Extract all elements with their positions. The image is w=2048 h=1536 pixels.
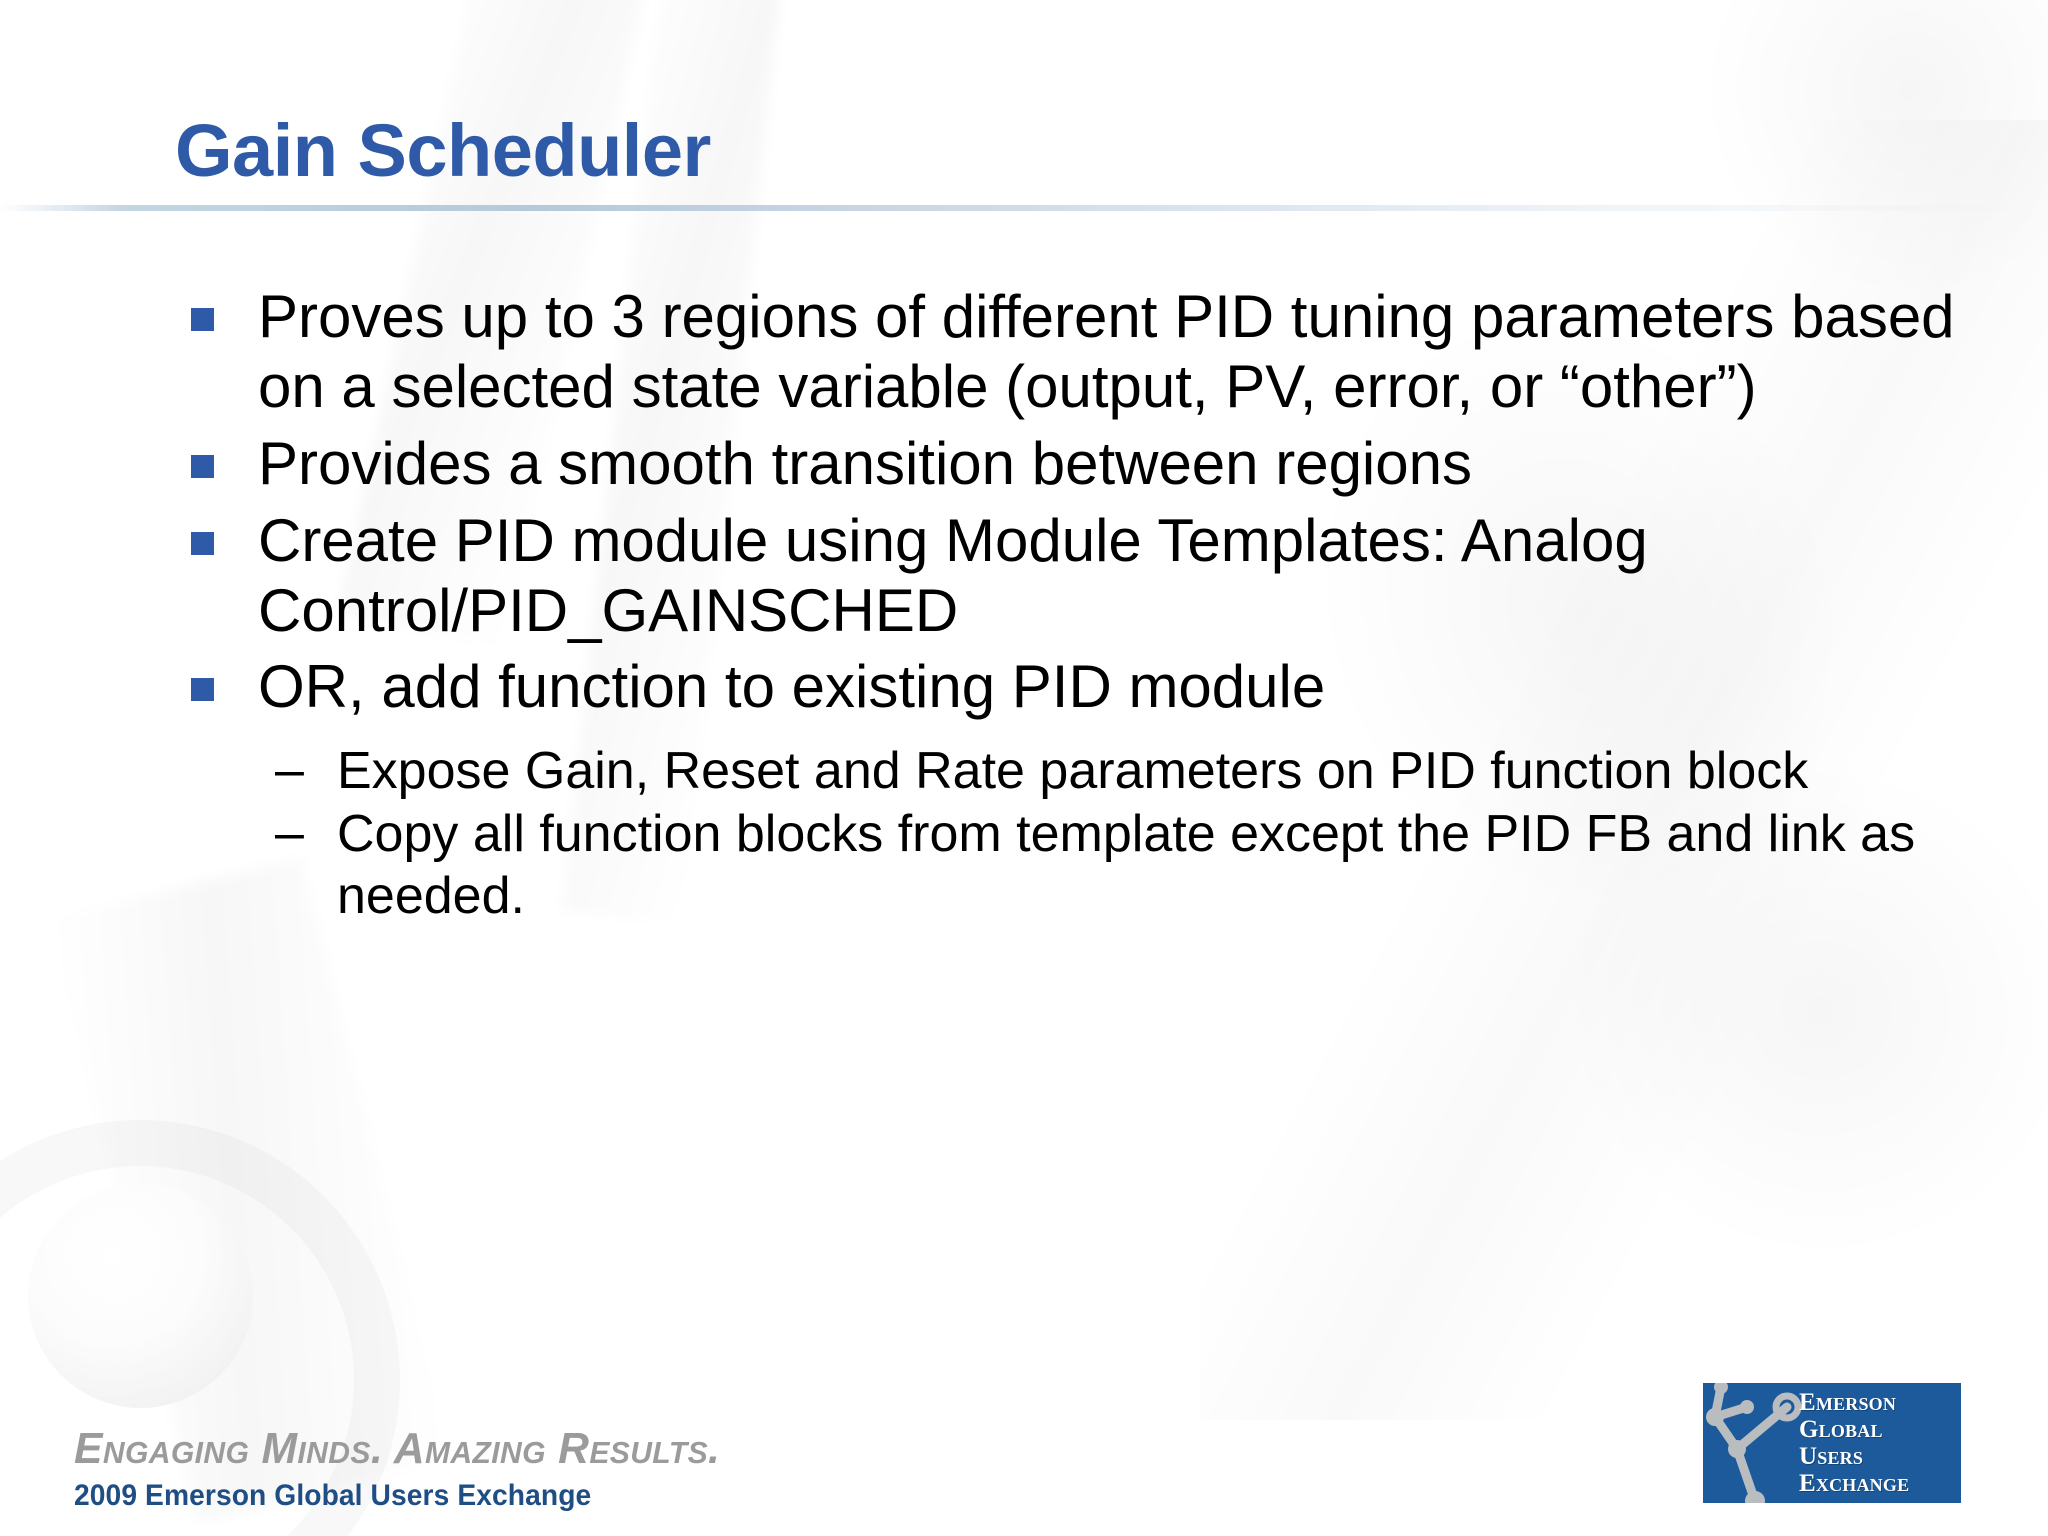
footer-tagline: Engaging Minds. Amazing Results. <box>74 1424 721 1473</box>
sub-list-item-text: Copy all function blocks from template e… <box>337 805 1916 925</box>
sub-list-item-text: Expose Gain, Reset and Rate parameters o… <box>337 742 1809 801</box>
list-item-text: Create PID module using Module Templates… <box>258 506 1648 644</box>
list-item-text: Proves up to 3 regions of different PID … <box>258 283 1955 420</box>
background-streak <box>48 857 452 1523</box>
square-bullet-icon <box>191 454 214 478</box>
list-item: Provides a smooth transition between reg… <box>175 429 1975 499</box>
sub-list-item: – Copy all function blocks from template… <box>175 804 1975 926</box>
dash-bullet-icon: – <box>275 741 304 800</box>
title-divider-rule <box>0 205 2048 211</box>
background-circle <box>28 1183 253 1408</box>
sub-list-item: – Expose Gain, Reset and Rate parameters… <box>175 741 1975 802</box>
sub-list-spacer <box>175 729 1975 741</box>
square-bullet-icon <box>191 308 214 331</box>
square-bullet-icon <box>191 678 214 702</box>
network-graphic-icon <box>1706 1383 1802 1503</box>
slide-title: Gain Scheduler <box>175 109 711 192</box>
footer-event-name: 2009 Emerson Global Users Exchange <box>74 1479 592 1512</box>
logo-line-users: Users <box>1799 1443 1864 1470</box>
square-bullet-icon <box>191 531 214 555</box>
logo-wordmark: Emerson Global Users Exchange <box>1799 1389 1909 1497</box>
list-item-text: Provides a smooth transition between reg… <box>258 429 1473 497</box>
emerson-global-users-exchange-logo: Emerson Global Users Exchange <box>1703 1383 1961 1503</box>
dash-bullet-icon: – <box>275 804 304 863</box>
list-item-text: OR, add function to existing PID module <box>258 653 1326 721</box>
list-item: Create PID module using Module Templates… <box>175 506 1975 646</box>
logo-line-exchange: Exchange <box>1799 1470 1910 1497</box>
logo-line-emerson: Emerson <box>1799 1389 1897 1416</box>
logo-line-global: Global <box>1799 1416 1883 1443</box>
list-item: Proves up to 3 regions of different PID … <box>175 282 1975 422</box>
list-item: OR, add function to existing PID module <box>175 652 1975 722</box>
bullet-list: Proves up to 3 regions of different PID … <box>175 282 1975 929</box>
